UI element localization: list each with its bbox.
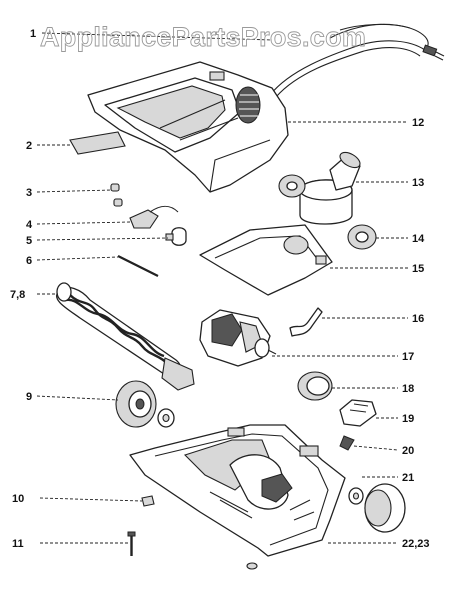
part-14-washer-right[interactable] bbox=[347, 224, 377, 250]
part-17-motor[interactable] bbox=[199, 309, 277, 367]
part-20-clip[interactable] bbox=[339, 435, 355, 451]
callout-2: 2 bbox=[26, 140, 32, 152]
part-16-motor-bracket[interactable] bbox=[289, 307, 323, 337]
part-12-hood-cover[interactable] bbox=[87, 61, 289, 193]
callout-4: 4 bbox=[26, 219, 33, 231]
callout-19: 19 bbox=[402, 413, 414, 425]
part-9-wheel[interactable] bbox=[115, 380, 175, 428]
callout-14: 14 bbox=[412, 233, 425, 245]
part-5-light-bulb[interactable] bbox=[165, 227, 187, 246]
part-3-screws[interactable] bbox=[110, 183, 123, 207]
callout-13: 13 bbox=[412, 177, 424, 189]
part-6-rod[interactable] bbox=[117, 255, 159, 277]
callout-16: 16 bbox=[412, 313, 424, 325]
callout-11: 11 bbox=[12, 538, 24, 550]
callout-5: 5 bbox=[26, 235, 32, 247]
part-11-long-screw[interactable] bbox=[127, 531, 136, 556]
part-1-power-cord[interactable] bbox=[269, 23, 445, 98]
callout-20: 20 bbox=[402, 445, 414, 457]
part-7-8-brush-roll[interactable] bbox=[56, 282, 195, 391]
callout-15: 15 bbox=[412, 263, 424, 275]
part-4-lamp-socket[interactable] bbox=[129, 205, 179, 229]
part-18-belt[interactable] bbox=[297, 371, 333, 401]
callout-labels: 1 2 3 4 5 6 7,8 9 10 11 12 13 14 15 16 1… bbox=[10, 28, 430, 550]
callout-18: 18 bbox=[402, 383, 414, 395]
callout-9: 9 bbox=[26, 391, 32, 403]
callout-21: 21 bbox=[402, 472, 414, 484]
part-13-hose-adapter[interactable] bbox=[299, 149, 363, 225]
callout-22-23: 22,23 bbox=[402, 538, 430, 550]
callout-6: 6 bbox=[26, 255, 32, 267]
callout-3: 3 bbox=[26, 187, 32, 199]
part-10-screw[interactable] bbox=[141, 495, 155, 507]
callout-7-8: 7,8 bbox=[10, 289, 25, 301]
part-21-roller[interactable] bbox=[364, 483, 406, 533]
callout-10: 10 bbox=[12, 493, 24, 505]
part-22-23-base-housing[interactable] bbox=[129, 424, 346, 570]
part-21-washer[interactable] bbox=[348, 487, 364, 505]
leader-lines bbox=[36, 32, 408, 544]
part-14-washer-left[interactable] bbox=[278, 174, 306, 198]
callout-17: 17 bbox=[402, 351, 414, 363]
part-19-pedal[interactable] bbox=[339, 399, 377, 427]
part-2-bumper-strip[interactable] bbox=[69, 131, 126, 155]
part-15-base-plate[interactable] bbox=[199, 224, 333, 296]
callout-1: 1 bbox=[30, 28, 36, 40]
watermark-text: AppliancePartsPros.com bbox=[40, 22, 366, 52]
callout-12: 12 bbox=[412, 117, 424, 129]
